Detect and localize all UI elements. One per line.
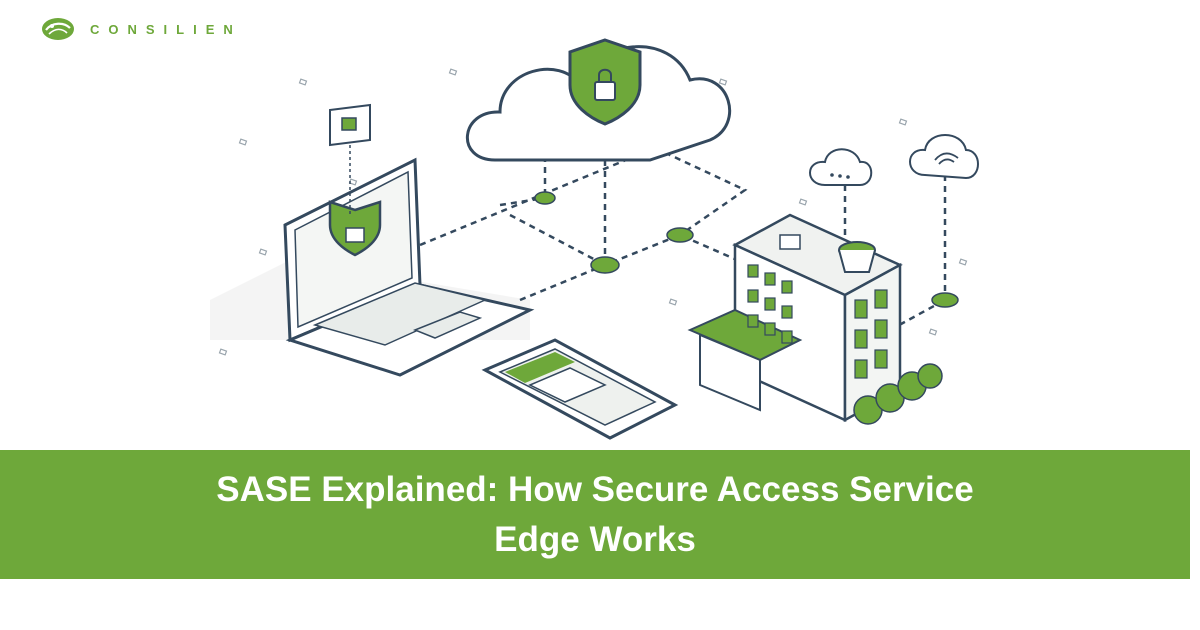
laptop-icon bbox=[283, 157, 535, 377]
office-building-icon bbox=[687, 213, 903, 423]
brand-name: CONSILIEN bbox=[90, 21, 242, 37]
brand-logo: CONSILIEN bbox=[40, 14, 242, 44]
title-banner: SASE Explained: How Secure Access Servic… bbox=[0, 450, 1190, 579]
wifi-cloud-icon bbox=[809, 134, 979, 186]
page-title: SASE Explained: How Secure Access Servic… bbox=[216, 469, 974, 559]
network-connections bbox=[419, 145, 947, 332]
consilien-leaf-icon bbox=[42, 18, 74, 40]
smartphone-icon bbox=[481, 338, 679, 440]
cloud-shield-lock-icon bbox=[466, 38, 732, 162]
chat-bubble-icon bbox=[329, 103, 371, 215]
trees-icon bbox=[853, 363, 943, 425]
sase-network-illustration bbox=[210, 38, 979, 440]
